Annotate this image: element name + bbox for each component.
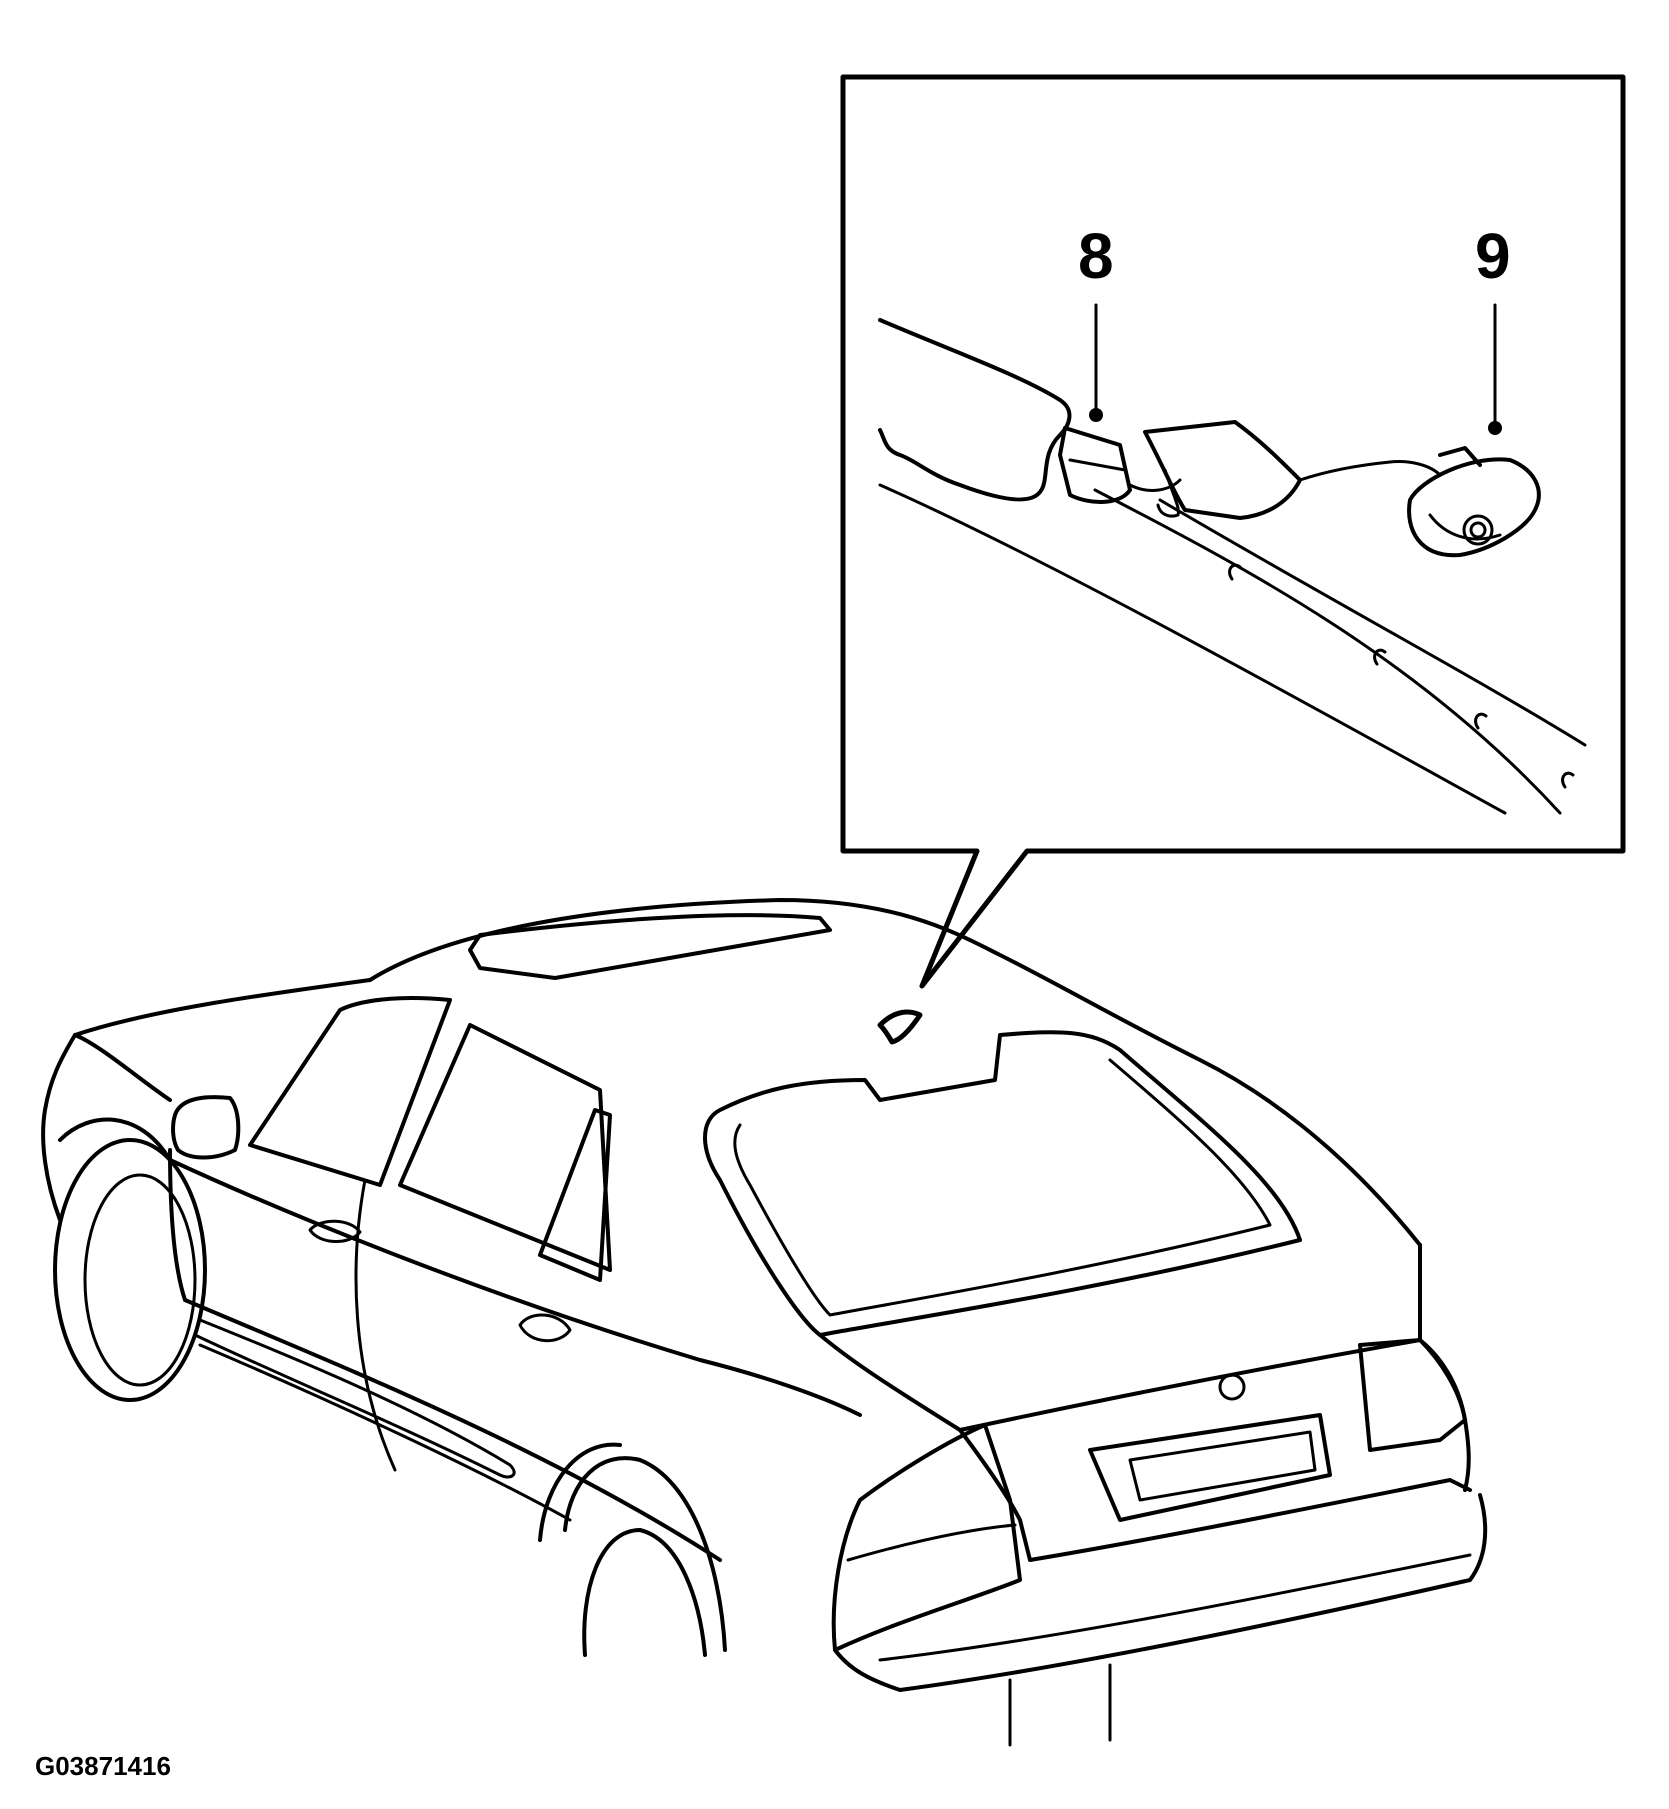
inset-frame [840,74,1626,989]
car-illustration [41,898,1488,1747]
car-roof-outline [368,898,1422,1247]
rear-quarter-glass [538,1108,612,1282]
inset-roof-edge-mid [1093,488,1562,815]
rear-bumper [833,1493,1488,1692]
inset-roof-edge-outer [878,483,1507,815]
inset-detail: 8 9 [840,74,1626,989]
figure-id: G03871416 [35,1751,171,1781]
leader-dot-8 [1089,408,1103,422]
roof-antenna [877,1009,923,1045]
rear-wheel [538,1442,727,1657]
callout-9: 9 [1475,220,1511,292]
door-handle-rear [518,1313,572,1343]
rear-window-outer [703,1030,1302,1337]
tail-light-left [831,1423,1022,1652]
front-side-window [248,996,452,1187]
rear-side-window [398,1023,612,1272]
trunk-lid [818,1243,1423,1432]
callout-8: 8 [1078,220,1114,292]
connector-8 [1058,426,1132,504]
trunk-emblem [1218,1373,1246,1401]
car-front [41,978,372,1222]
front-wheel [53,1117,207,1402]
rear-window-inner [733,1058,1272,1317]
connector-8-face [1068,458,1127,472]
inset-clip-mark [1373,648,1387,666]
door-handle-front [308,1219,362,1243]
sunroof [468,913,832,980]
tail-light-left-band [846,1523,1017,1562]
tail-light-right [1358,1338,1467,1452]
license-plate-recess [1088,1413,1332,1522]
inset-clip-mark [1561,771,1575,789]
antenna-base-9 [1407,446,1541,558]
door-seam [354,1178,397,1472]
antenna-wire [1298,460,1442,482]
side-molding [193,1318,516,1479]
rear-panel [958,1338,1472,1562]
cable-sleeve [878,318,1072,502]
rear-bumper-lower [878,1553,1472,1747]
license-plate [1128,1430,1317,1502]
side-mirror [171,1095,241,1160]
antenna-cover-pad-lip [1156,468,1180,518]
inset-roof-edge-inner [1158,498,1587,747]
wire-harness [1128,478,1182,492]
inset-clip-mark [1228,563,1242,581]
car-body-side [168,1148,862,1562]
leader-dot-9 [1488,421,1502,435]
inset-clip-mark [1474,712,1488,730]
rocker-line [198,1343,572,1522]
